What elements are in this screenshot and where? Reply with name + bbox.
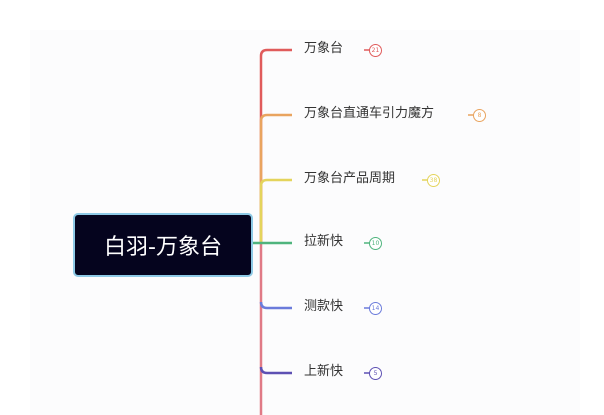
branch-line [259,366,292,375]
branch-node[interactable]: 测款快 [304,299,344,314]
child-count-badge[interactable]: 14 [369,302,382,315]
child-count-badge[interactable]: 8 [473,109,486,122]
root-node[interactable]: 白羽-万象台 [73,213,253,277]
child-count-badge[interactable]: 10 [369,237,382,250]
branch-node[interactable]: 万象台产品周期 [304,171,396,186]
child-count-badge[interactable]: 38 [427,174,440,187]
branch-node[interactable]: 万象台直通车引力魔方 [304,106,435,121]
root-label: 白羽-万象台 [104,235,222,260]
branch-line [259,178,292,243]
child-count-badge[interactable]: 5 [369,367,382,380]
branch-node[interactable]: 拉新快 [304,234,344,249]
branch-line [259,48,292,243]
child-count-badge[interactable]: 21 [369,44,382,57]
branch-node[interactable]: 万象台 [304,41,344,56]
branch-node[interactable]: 上新快 [304,364,344,379]
branch-line [259,301,292,310]
branch-line [259,113,292,243]
